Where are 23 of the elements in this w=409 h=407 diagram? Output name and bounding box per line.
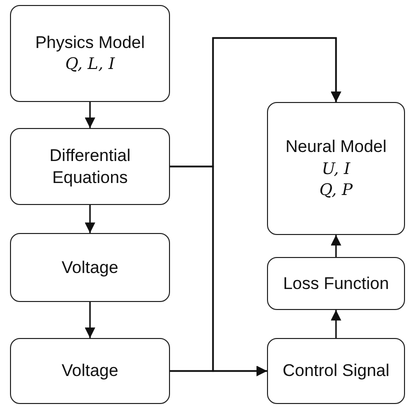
arrow bbox=[330, 235, 342, 257]
process-box bbox=[10, 5, 170, 102]
arrow bbox=[84, 302, 96, 338]
math-variables: U, I bbox=[322, 158, 350, 180]
process-box bbox=[267, 102, 405, 235]
math-variables: Q, L, I bbox=[65, 53, 115, 75]
arrow bbox=[330, 310, 342, 338]
arrow bbox=[84, 102, 96, 128]
box-label: Differential Equations bbox=[48, 145, 132, 188]
arrow bbox=[170, 366, 267, 376]
box-label: Voltage bbox=[62, 360, 118, 382]
box-label: Voltage bbox=[62, 256, 118, 278]
process-box bbox=[267, 257, 405, 310]
box-label: Control Signal bbox=[282, 360, 390, 382]
process-box bbox=[10, 128, 170, 205]
arrow bbox=[84, 205, 96, 233]
process-box bbox=[10, 338, 170, 404]
math-variables: Q, P bbox=[319, 179, 353, 201]
process-box bbox=[267, 338, 405, 404]
box-label: Physics Model bbox=[35, 32, 145, 54]
box-label: Loss Function bbox=[283, 272, 389, 294]
process-box bbox=[10, 233, 170, 302]
box-label: Neural Model bbox=[285, 136, 387, 158]
